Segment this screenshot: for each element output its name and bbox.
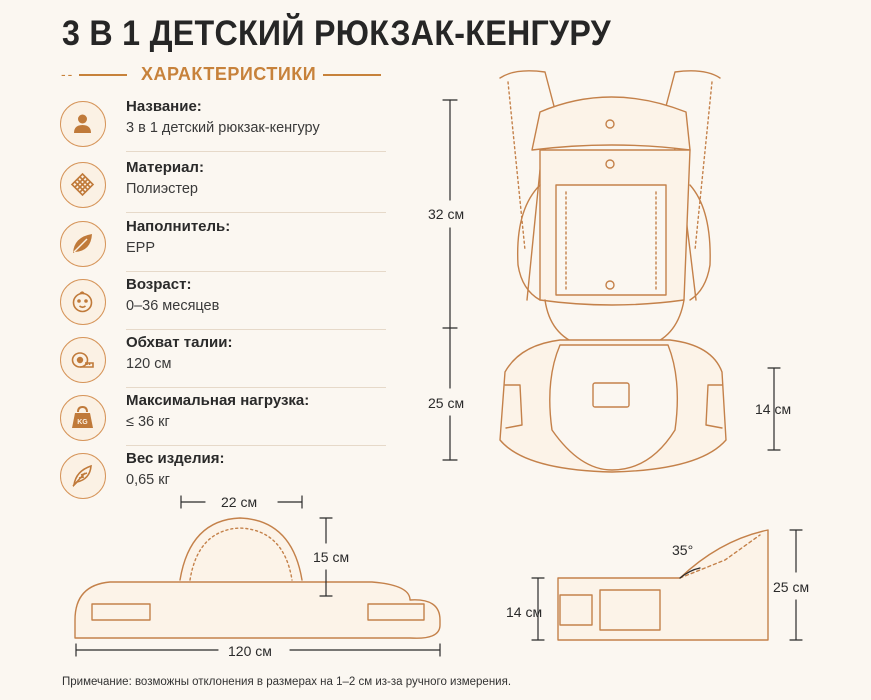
belt-arc-width-label: 22 см — [221, 494, 258, 510]
feature-value: 120 см — [126, 356, 172, 372]
row-divider — [126, 151, 386, 152]
tape-measure-icon — [60, 337, 106, 383]
feature-label: Обхват талии: — [126, 334, 233, 351]
footnote: Примечание: возможны отклонения в размер… — [62, 676, 512, 688]
feather-icon — [60, 453, 106, 499]
belt-length-label: 120 см — [228, 643, 272, 659]
seat-side-depth-label: 14 см — [506, 604, 543, 620]
feature-label: Название: — [126, 98, 202, 115]
hip-seat-side-drawing — [557, 529, 769, 641]
feature-value: Полиэстер — [126, 181, 198, 197]
feature-row-material: Материал: Полиэстер — [60, 157, 386, 215]
feature-row-weight: Вес изделия: 0,65 кг — [60, 448, 386, 506]
row-divider — [126, 329, 386, 330]
seat-angle-label: 35° — [672, 542, 694, 558]
feature-label: Наполнитель: — [126, 218, 231, 235]
seat-depth-label: 14 см — [755, 401, 792, 417]
feature-row-filling: Наполнитель: EPP — [60, 216, 386, 274]
feature-value: 0–36 месяцев — [126, 298, 220, 314]
feature-value: EPP — [126, 240, 156, 256]
baby-face-icon — [60, 279, 106, 325]
side-dimension-lines — [531, 529, 803, 641]
person-icon — [60, 101, 106, 147]
mesh-fabric-icon — [60, 162, 106, 208]
divider-line — [323, 74, 381, 76]
row-divider — [126, 212, 386, 213]
seat-side-height-label: 25 см — [773, 579, 810, 595]
divider-line — [79, 74, 127, 76]
feature-row-name: Название: 3 в 1 детский рюкзак-кенгуру — [60, 96, 386, 154]
kg-label: KG — [77, 419, 88, 426]
feature-value: ≤ 36 кг — [126, 414, 170, 430]
section-header: -- ХАРАКТЕРИСТИКИ — [61, 62, 381, 88]
section-prefix: -- — [61, 66, 75, 82]
row-divider — [126, 445, 386, 446]
feature-label: Максимальная нагрузка: — [126, 392, 310, 409]
feature-label: Возраст: — [126, 276, 192, 293]
row-divider — [126, 387, 386, 388]
feature-label: Вес изделия: — [126, 450, 225, 467]
section-title: ХАРАКТЕРИСТИКИ — [141, 64, 317, 84]
belt-arc-height-label: 15 см — [313, 549, 350, 565]
feature-row-waist: Обхват талии: 120 см — [60, 332, 386, 390]
waist-belt-drawing — [74, 517, 441, 639]
belt-dimension-lines — [75, 495, 441, 657]
feature-row-max-load: KG Максимальная нагрузка: ≤ 36 кг — [60, 390, 386, 448]
leaf-icon — [60, 221, 106, 267]
seat-height-label: 25 см — [428, 395, 465, 411]
feature-value: 3 в 1 детский рюкзак-кенгуру — [126, 120, 320, 136]
carrier-dimension-lines — [442, 99, 781, 461]
carrier-height-label: 32 см — [428, 206, 465, 222]
carrier-front-drawing — [499, 70, 727, 473]
page-title: 3 В 1 ДЕТСКИЙ РЮКЗАК-КЕНГУРУ — [62, 14, 611, 53]
kettlebell-kg-icon: KG — [60, 395, 106, 441]
feature-value: 0,65 кг — [126, 472, 170, 488]
row-divider — [126, 271, 386, 272]
feature-label: Материал: — [126, 159, 204, 176]
feature-row-age: Возраст: 0–36 месяцев — [60, 274, 386, 332]
